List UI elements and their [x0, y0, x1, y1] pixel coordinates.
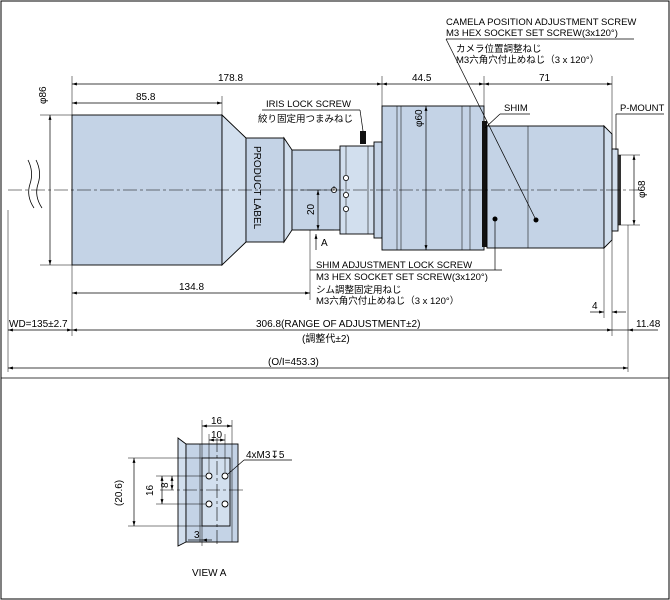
- camera-screw-label-2: M3 HEX SOCKET SET SCREW(3x120°): [446, 28, 618, 39]
- view-a-dim-20-6: (20.6): [114, 480, 125, 506]
- view-a-dim-10: 10: [211, 430, 223, 441]
- screw-hole-icon: [342, 191, 349, 198]
- dim-d68: φ68: [637, 180, 648, 198]
- camera-screw-label-1: CAMELA POSITION ADJUSTMENT SCREW: [446, 17, 636, 28]
- lens-body: [71, 105, 621, 267]
- mount-step: [603, 124, 613, 250]
- iris-lock-label-1: IRIS LOCK SCREW: [266, 99, 351, 110]
- screw-hole-icon: [342, 205, 349, 212]
- dim-range-jp: (調整代±2): [302, 332, 350, 345]
- camera-screw-leader: [445, 38, 537, 221]
- view-a-dim-8: 8: [160, 482, 171, 488]
- p-mount-label: P-MOUNT: [620, 103, 665, 114]
- dim-range: 306.8(RANGE OF ADJUSTMENT±2): [256, 319, 420, 330]
- dim-85-8: 85.8: [136, 92, 156, 103]
- shim-lock-label-4: M3六角穴付止めねじ（3 x 120°）: [316, 295, 459, 307]
- shim-label: SHIM: [504, 103, 528, 114]
- dim-71: 71: [539, 73, 551, 84]
- dim-d60: φ60: [414, 109, 425, 127]
- dim-4: 4: [592, 301, 598, 312]
- iris-lock-label-2: 絞り固定用つまみねじ: [258, 113, 353, 125]
- iris-lock-knob-icon: [360, 131, 366, 144]
- shim-lock-label-1: SHIM ADJUSTMENT LOCK SCREW: [316, 260, 472, 271]
- shim-lock-label-2: M3 HEX SOCKET SET SCREW(3x120°): [316, 272, 488, 283]
- view-a-plate: [201, 457, 231, 527]
- shim-lock-label-3: シム調整固定用ねじ: [316, 284, 402, 296]
- dim-134-8: 134.8: [179, 282, 204, 293]
- view-a-flange: [177, 437, 187, 547]
- view-a-hole-icon: [221, 472, 229, 480]
- break-symbol-icon: [27, 159, 35, 209]
- view-a-hole-label: 4xM3↧5: [246, 450, 285, 461]
- view-a-title: VIEW A: [192, 568, 227, 579]
- camera-screw-label-4: M3六角穴付止めねじ（3 x 120°）: [456, 54, 599, 66]
- dim-d86: φ86: [38, 86, 49, 104]
- camera-screw-label-3: カメラ位置調整ねじ: [456, 43, 542, 55]
- view-a-hole-icon: [221, 500, 229, 508]
- view-a-dim-16: 16: [211, 416, 223, 427]
- iris-ring: [339, 145, 375, 235]
- view-a-hole-icon: [205, 500, 213, 508]
- dim-11-48: 11.48: [636, 319, 661, 330]
- break-symbol-icon: [35, 159, 43, 209]
- view-a-detail: [160, 437, 244, 547]
- view-a-hole-icon: [205, 472, 213, 480]
- view-a-marker: A: [321, 238, 328, 249]
- dim-20: 20: [306, 203, 317, 215]
- rear-barrel: [486, 125, 605, 249]
- view-a-dim-16v: 16: [145, 484, 156, 496]
- dim-oi: (O/I=453.3): [268, 357, 319, 368]
- shim-ring: [482, 121, 487, 247]
- view-a-dim-3: 3: [194, 530, 200, 541]
- dim-178-8: 178.8: [218, 73, 243, 84]
- product-label-text: PRODUCT LABEL: [251, 146, 262, 230]
- mid-barrel: [381, 105, 485, 251]
- screw-hole-icon: [342, 174, 349, 181]
- dim-wd: WD=135±2.7: [9, 319, 68, 330]
- dim-44-5: 44.5: [412, 73, 432, 84]
